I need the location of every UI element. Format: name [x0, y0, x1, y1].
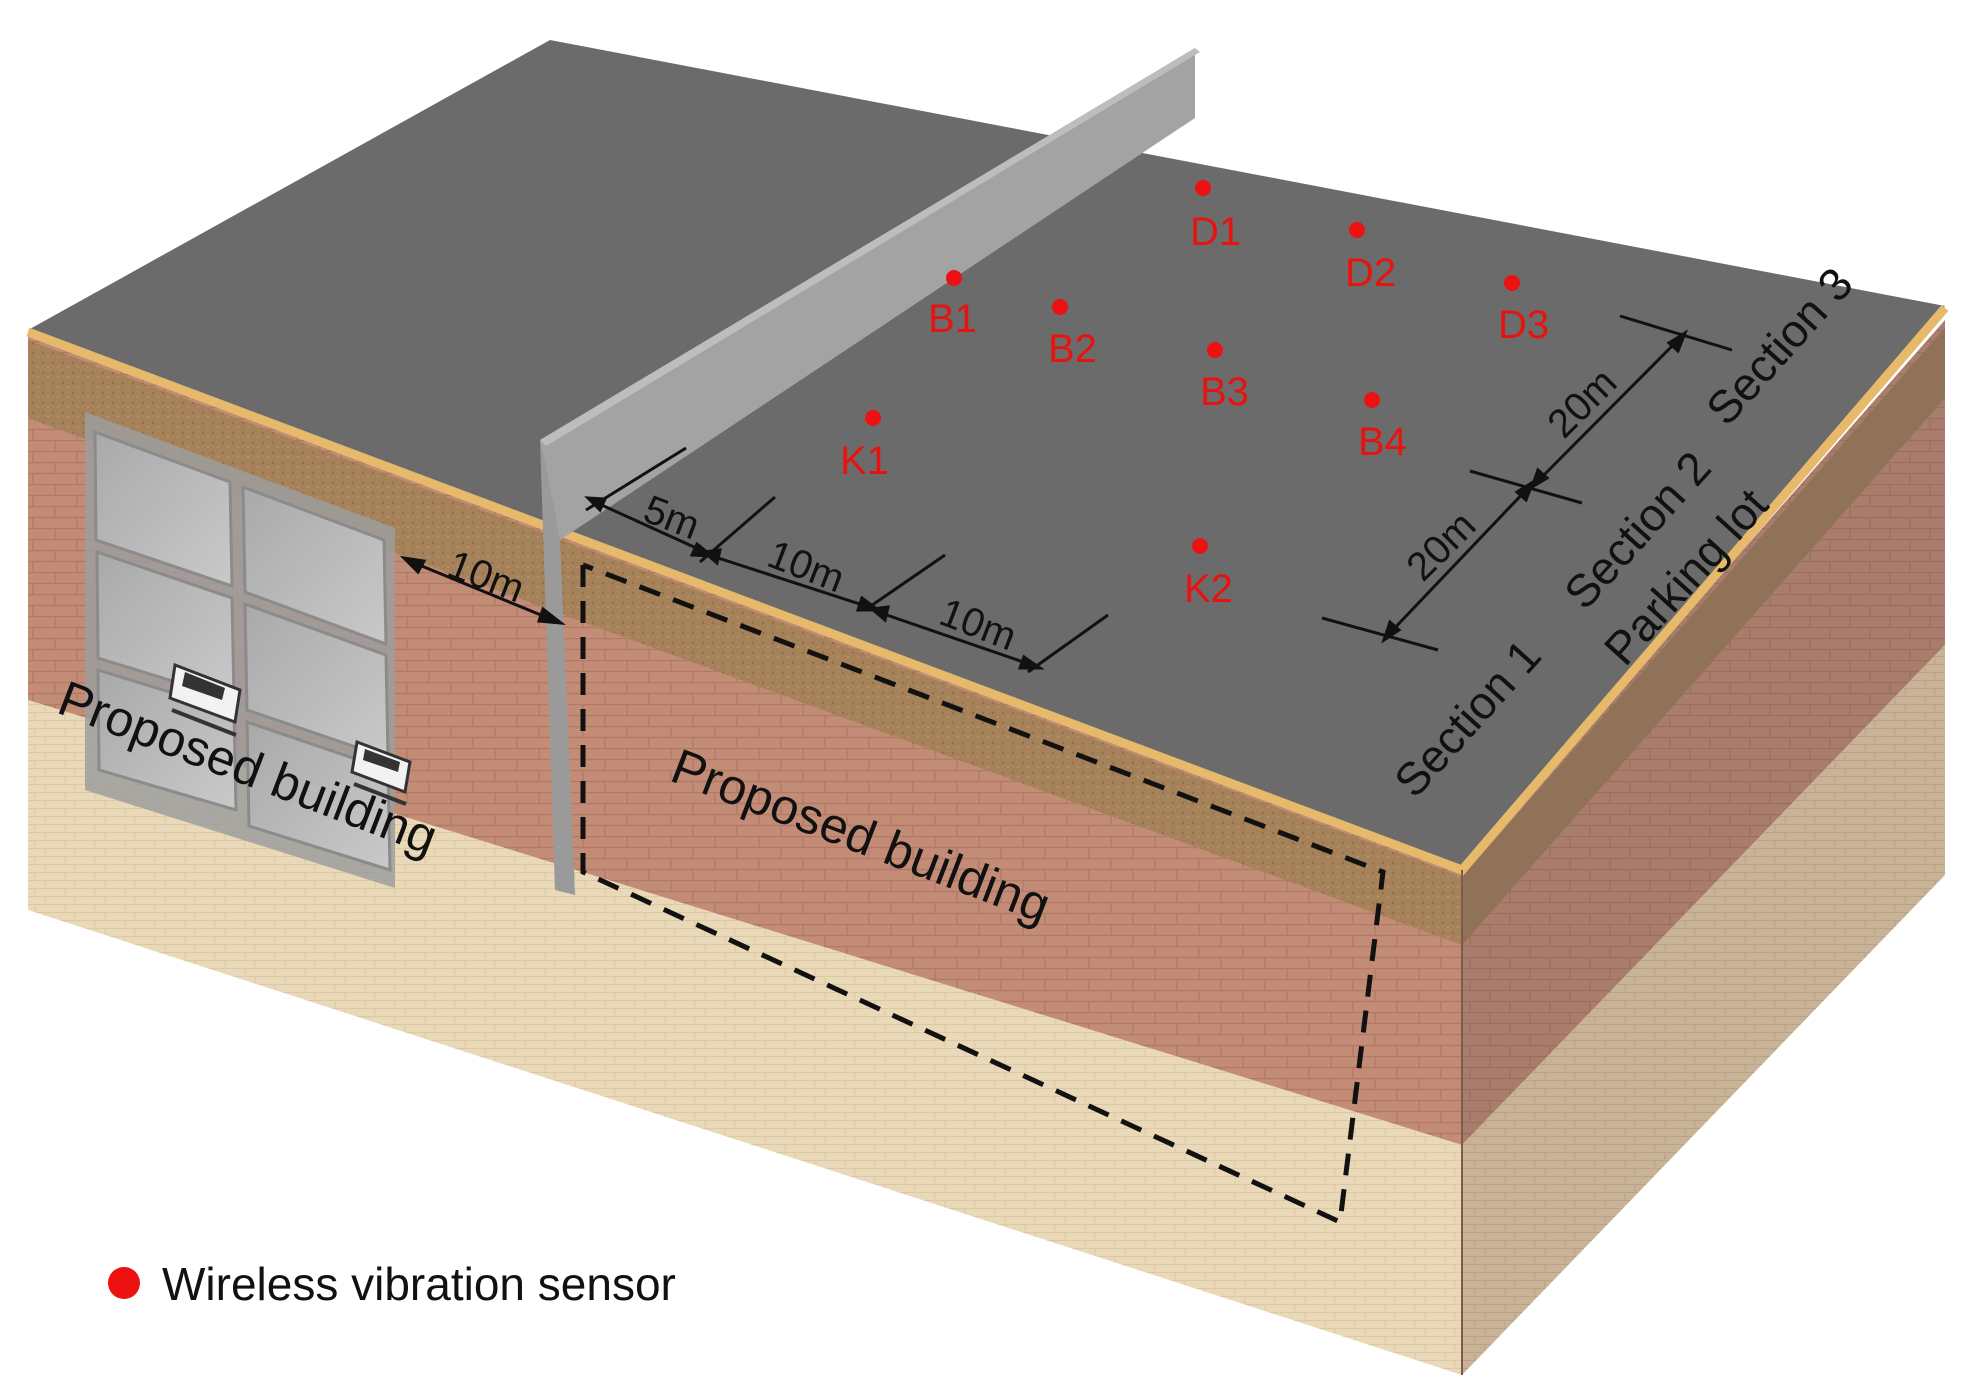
sensor-label-b2: B2: [1048, 327, 1097, 371]
sensor-dot-d2: [1349, 222, 1365, 238]
train-icon: [350, 739, 412, 806]
sensor-dot-b2: [1052, 299, 1068, 315]
right-face-sand: [1462, 645, 1945, 1375]
right-face-soil: [1462, 328, 1945, 945]
sensor-dot-d3: [1504, 275, 1520, 291]
train-icon: [168, 662, 242, 737]
ground-block: [26, 40, 1949, 1375]
sensor-label-k2: K2: [1184, 567, 1233, 611]
sensor-dot-b1: [946, 270, 962, 286]
sensor-label-b3: B3: [1200, 370, 1249, 414]
dimension-lines: [399, 314, 1733, 674]
sensor-dot-b4: [1364, 392, 1380, 408]
top-surface: [28, 40, 1945, 870]
front-face-soil: [28, 340, 1462, 945]
legend-label: Wireless vibration sensor: [162, 1258, 676, 1310]
sensor-dot-k2: [1192, 538, 1208, 554]
sensor-label-b1: B1: [928, 297, 977, 341]
center-building-outline: [580, 562, 1386, 1226]
sensor-label-b4: B4: [1358, 420, 1407, 464]
legend: Wireless vibration sensor: [108, 1258, 676, 1310]
dividing-wall: [540, 48, 1200, 895]
sensor-dot-k1: [865, 410, 881, 426]
sensor-label-d2: D2: [1345, 251, 1396, 295]
sensor-label-d3: D3: [1498, 303, 1549, 347]
sensor-label-d1: D1: [1190, 210, 1241, 254]
left-proposed-building: [85, 412, 412, 888]
sensor-dot-b3: [1207, 342, 1223, 358]
sensor-label-k1: K1: [840, 439, 889, 483]
sensor-dot-d1: [1195, 180, 1211, 196]
legend-marker: [108, 1267, 140, 1299]
